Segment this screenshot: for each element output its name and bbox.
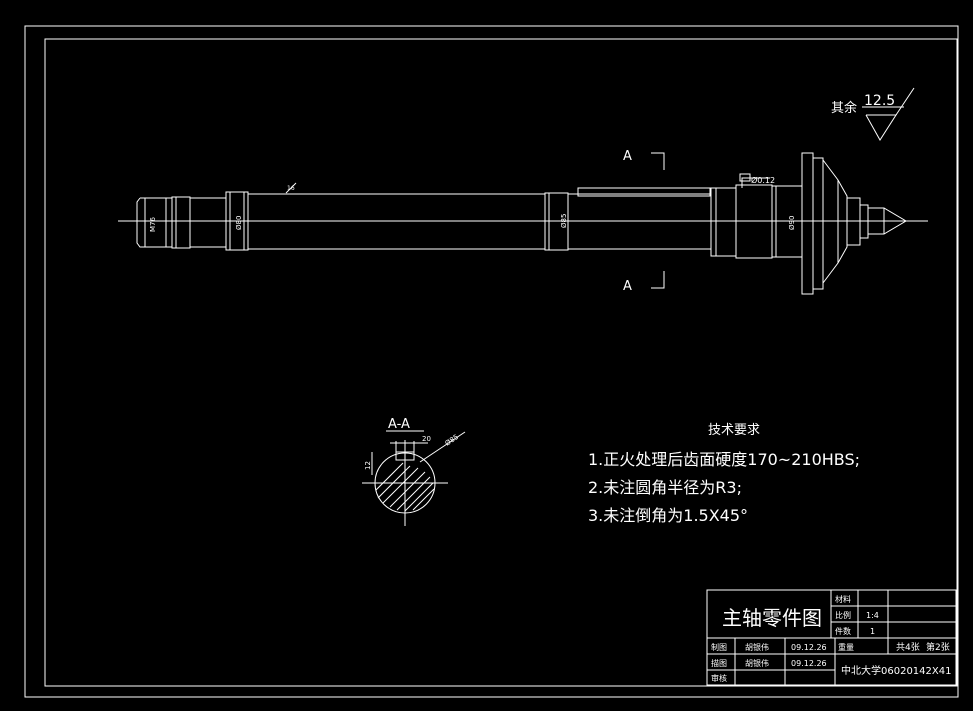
shaft-main-view: M76 Ø80 Ø85 Ø90 16 Ø0.12 xyxy=(118,152,928,295)
dim-tol-right: Ø0.12 xyxy=(751,175,775,185)
check-date: 09.12.26 xyxy=(791,659,827,668)
tech-item-1: 1.正火处理后齿面硬度170~210HBS; xyxy=(588,450,860,469)
outer-frame xyxy=(24,25,959,698)
roughness-label: 其余 xyxy=(831,100,857,116)
flange xyxy=(801,152,814,295)
keyway xyxy=(577,187,711,197)
material-label: 材料 xyxy=(835,594,851,604)
scale-value: 1:4 xyxy=(866,611,879,620)
section-height: 12 xyxy=(364,461,372,470)
scale-label: 比例 xyxy=(835,610,851,620)
section-marker-top: A xyxy=(623,149,632,164)
check-name: 胡银伟 xyxy=(745,658,769,668)
roughness-value: 12.5 xyxy=(864,93,895,109)
tolerance-leader-left xyxy=(285,182,297,194)
sheet-number: 第2张 xyxy=(926,641,950,653)
roughness-triangle xyxy=(865,114,897,141)
review-label: 审核 xyxy=(711,673,727,683)
sheet-count: 共4张 xyxy=(896,642,920,653)
inner-frame xyxy=(44,38,958,687)
section-width: 20 xyxy=(422,435,431,443)
section-marker-bottom: A xyxy=(623,279,632,294)
check-label: 描图 xyxy=(711,658,727,668)
drawing-name: 主轴零件图 xyxy=(722,606,822,630)
tech-heading: 技术要求 xyxy=(708,423,760,438)
section-keyway xyxy=(395,451,415,461)
tolerance-leader-right xyxy=(741,177,770,188)
shaft-tip xyxy=(868,207,907,235)
dim-tol-small: 16 xyxy=(287,185,295,192)
draw-label: 制图 xyxy=(711,642,727,652)
section-title: A-A xyxy=(388,417,410,432)
dim-d85: Ø85 xyxy=(560,214,568,228)
surface-roughness-symbol: 其余 12.5 xyxy=(831,87,915,141)
quantity-label: 件数 xyxy=(835,626,851,636)
org-code: 中北大学06020142X41 xyxy=(841,664,951,677)
tech-item-2: 2.未注圆角半径为R3; xyxy=(588,478,742,497)
dim-m76: M76 xyxy=(149,217,157,232)
technical-requirements: 技术要求 1.正火处理后齿面硬度170~210HBS; 2.未注圆角半径为R3;… xyxy=(588,423,860,525)
weight-label: 重量 xyxy=(838,642,854,652)
dim-d90: Ø90 xyxy=(788,216,796,230)
section-diameter: Ø85 xyxy=(444,433,460,448)
draw-date: 09.12.26 xyxy=(791,643,827,652)
tech-item-3: 3.未注倒角为1.5X45° xyxy=(588,506,748,525)
draw-name: 胡银伟 xyxy=(745,642,769,652)
dim-d80: Ø80 xyxy=(235,216,243,230)
quantity-value: 1 xyxy=(870,627,875,636)
section-cut-marks: A A xyxy=(623,149,665,294)
section-view-a-a: A-A 20 12 Ø85 xyxy=(362,417,466,526)
title-block: 主轴零件图 材料 比例 1:4 件数 1 重量 共4张 第2张 制图 胡银伟 0… xyxy=(706,589,957,686)
